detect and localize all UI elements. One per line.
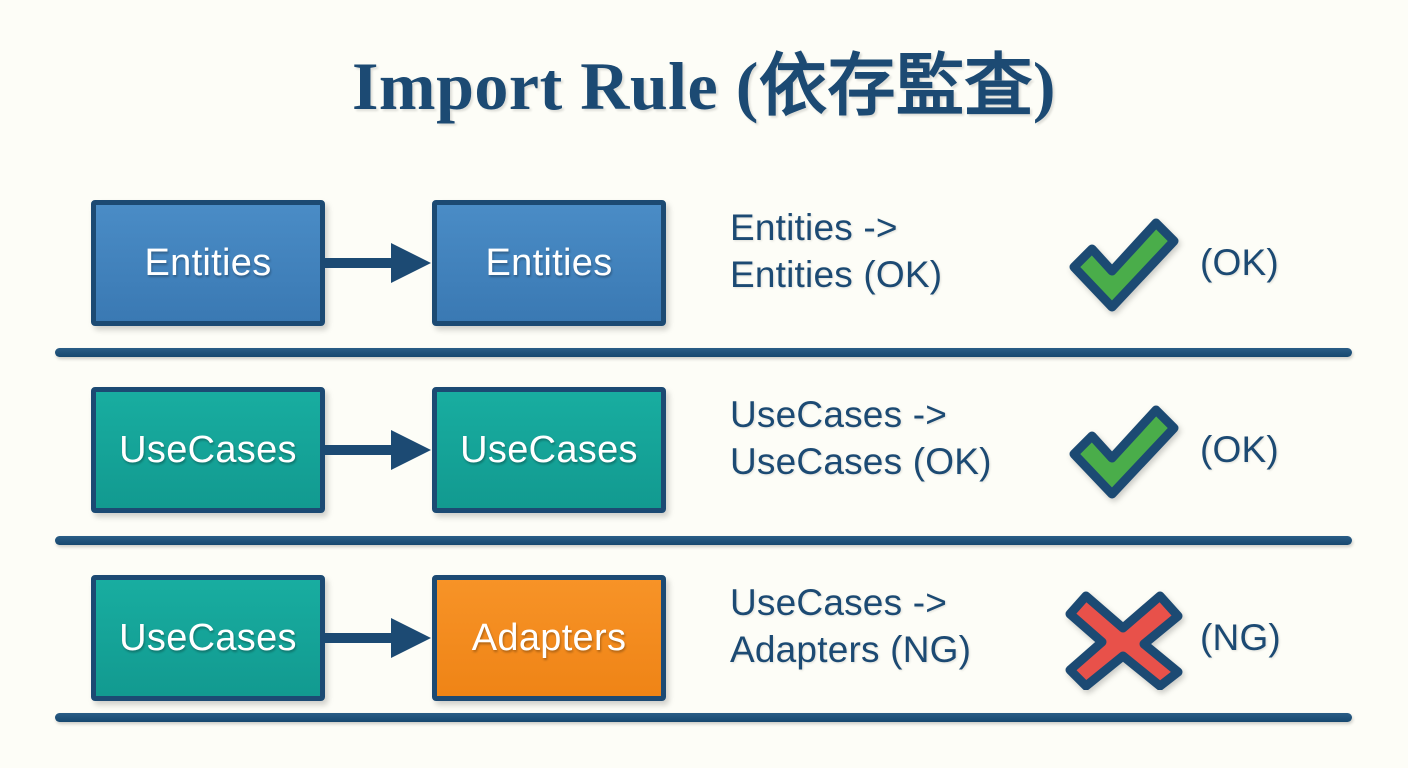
target-node: Adapters xyxy=(432,575,666,701)
row-divider xyxy=(55,348,1352,357)
source-node-label: Entities xyxy=(144,241,272,284)
rule-row: UseCases UseCases UseCases -> UseCases (… xyxy=(0,375,1408,525)
source-node-label: UseCases xyxy=(119,616,297,659)
relation-line-2: UseCases (OK) xyxy=(730,441,992,483)
relation-text: Entities -> Entities (OK) xyxy=(730,204,1060,299)
check-icon xyxy=(1069,405,1179,499)
arrow-right-icon xyxy=(325,430,431,470)
arrow-right-icon xyxy=(325,243,431,283)
verdict: (NG) xyxy=(1062,579,1372,697)
relation-line-1: UseCases -> xyxy=(730,394,948,435)
verdict-label: (OK) xyxy=(1200,242,1279,283)
source-node: UseCases xyxy=(91,575,325,701)
source-node: UseCases xyxy=(91,387,325,513)
row-divider xyxy=(55,536,1352,545)
target-node: UseCases xyxy=(432,387,666,513)
target-node-label: Adapters xyxy=(471,616,627,659)
verdict-label: (NG) xyxy=(1200,617,1281,658)
cross-icon xyxy=(1065,591,1183,690)
target-node: Entities xyxy=(432,200,666,326)
source-node-label: UseCases xyxy=(119,428,297,471)
verdict: (OK) xyxy=(1062,204,1372,322)
rule-row: UseCases Adapters UseCases -> Adapters (… xyxy=(0,563,1408,713)
relation-text: UseCases -> Adapters (NG) xyxy=(730,579,1060,674)
relation-line-2: Entities (OK) xyxy=(730,254,943,296)
row-divider xyxy=(55,713,1352,722)
target-node-label: UseCases xyxy=(460,428,638,471)
check-icon xyxy=(1069,218,1179,312)
arrow-right-icon xyxy=(325,618,431,658)
relation-line-1: Entities -> xyxy=(730,207,898,248)
source-node: Entities xyxy=(91,200,325,326)
rule-row: Entities Entities Entities -> Entities (… xyxy=(0,188,1408,338)
relation-text: UseCases -> UseCases (OK) xyxy=(730,391,1060,486)
relation-line-1: UseCases -> xyxy=(730,582,948,623)
page-title: Import Rule (依存監査) xyxy=(351,48,1057,124)
target-node-label: Entities xyxy=(485,241,613,284)
relation-line-2: Adapters (NG) xyxy=(730,629,972,671)
verdict-label: (OK) xyxy=(1200,429,1279,470)
verdict: (OK) xyxy=(1062,391,1372,509)
